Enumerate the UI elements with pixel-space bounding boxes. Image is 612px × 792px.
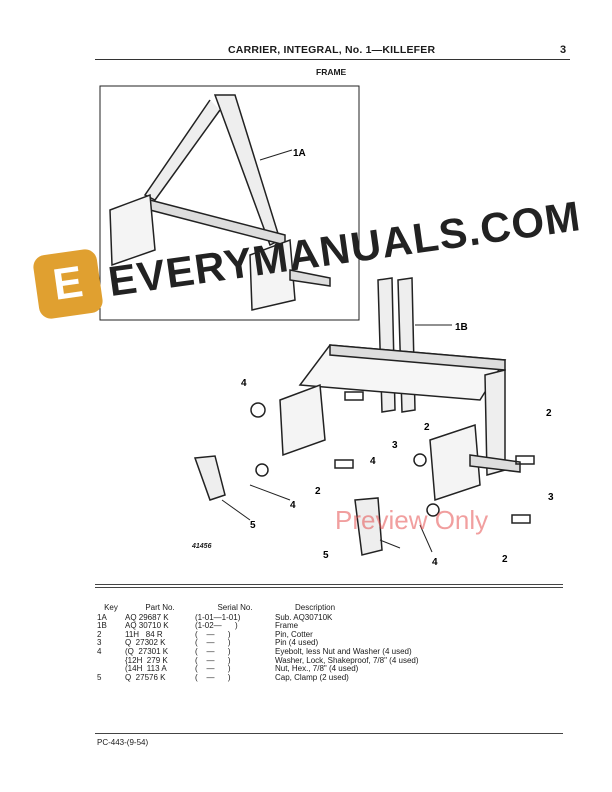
- cell-part-no: Q 27302 K: [125, 638, 166, 648]
- cell-key: 4: [97, 646, 102, 656]
- table-row: {12H 279 K ( — ) Washer, Lock, Shakeproof,…: [95, 655, 419, 666]
- figure-number: 41456: [192, 543, 212, 550]
- footer-rule: [95, 733, 563, 734]
- clamp-cap-left: [193, 455, 226, 501]
- cell-part-no: AQ 29687 K: [125, 612, 169, 622]
- col-serial-no: Serial No.: [217, 603, 253, 612]
- callout-3: 3: [548, 492, 554, 503]
- col-key: Key: [104, 603, 118, 612]
- section-title: FRAME: [316, 67, 347, 77]
- callout-4: 4: [370, 456, 376, 467]
- col-part-no: Part No.: [145, 603, 175, 612]
- cell-serial-no: ( — ): [195, 629, 231, 639]
- cell-serial-no: ( — ): [195, 638, 231, 648]
- cell-part-no: (14H 113 A: [125, 664, 167, 674]
- exploded-parts-diagram: 1A 1B 2 2 2 2 3 3 4 4 4 4 5 5: [99, 85, 554, 568]
- cell-part-no: 11H 84 R: [125, 629, 163, 639]
- header-rule: [95, 59, 570, 60]
- cell-key: 2: [97, 629, 102, 639]
- inset-frame-box: [99, 85, 360, 321]
- cell-serial-no: ( — ): [195, 655, 231, 665]
- cell-part-no: AQ 30710 K: [125, 621, 169, 631]
- col-description: Description: [295, 603, 336, 612]
- callout-4: 4: [241, 378, 247, 389]
- cell-key: 1A: [97, 612, 107, 622]
- callout-2: 2: [315, 486, 321, 497]
- cell-description: Washer, Lock, Shakeproof, 7/8" (4 used): [275, 655, 419, 665]
- table-header-row: Key Part No. Serial No. Description: [95, 603, 419, 614]
- table-rule-top: [95, 584, 563, 585]
- callout-4: 4: [432, 557, 438, 568]
- page-header-title: CARRIER, INTEGRAL, No. 1—KILLEFER: [228, 44, 436, 56]
- callout-2: 2: [546, 408, 552, 419]
- table-row: 3 Q 27302 K ( — ) Pin (4 used): [95, 639, 419, 648]
- table-row: (14H 113 A ( — ) Nut, Hex., 7/8" (4 used): [95, 665, 419, 674]
- cell-key: 5: [97, 672, 102, 682]
- cell-serial-no: ( — ): [195, 672, 231, 682]
- cell-description: Frame: [275, 621, 299, 631]
- callout-1a: 1A: [293, 148, 306, 159]
- cell-description: Pin (4 used): [275, 638, 319, 648]
- table-rule-bottom: [95, 587, 563, 588]
- callout-1b: 1B: [455, 322, 468, 333]
- cell-serial-no: (1-02— ): [195, 621, 238, 631]
- watermark-logo-letter: E: [49, 257, 86, 310]
- clamp-cap-right: [354, 497, 383, 556]
- cell-description: Cap, Clamp (2 used): [275, 672, 349, 682]
- cell-key: 3: [97, 638, 102, 648]
- watermark-preview: Preview Only: [335, 505, 489, 535]
- callout-2: 2: [424, 422, 430, 433]
- cell-description: Nut, Hex., 7/8" (4 used): [275, 664, 359, 674]
- cell-key: [95, 657, 125, 666]
- cell-description: Eyebolt, less Nut and Washer (4 used): [275, 646, 412, 656]
- cell-key: 1B: [97, 621, 107, 631]
- callout-5: 5: [323, 550, 329, 561]
- table-row: 2 11H 84 R ( — ) Pin, Cotter: [95, 629, 419, 640]
- callout-2: 2: [502, 554, 508, 565]
- callout-5: 5: [250, 520, 256, 531]
- callout-4: 4: [290, 500, 296, 511]
- cell-part-no: {12H 279 K: [125, 655, 168, 665]
- callout-3: 3: [392, 440, 398, 451]
- cell-description: Pin, Cotter: [275, 629, 313, 639]
- page-number: 3: [560, 44, 567, 56]
- cell-part-no: (Q 27301 K: [125, 646, 169, 656]
- cell-serial-no: (1-01—1-01): [195, 612, 241, 622]
- cell-part-no: Q 27576 K: [125, 672, 166, 682]
- table-row: 1B AQ 30710 K (1-02— ) Frame: [95, 622, 419, 631]
- cell-description: Sub. AQ30710K: [275, 612, 333, 622]
- watermark-logo: E: [31, 247, 105, 321]
- cell-serial-no: ( — ): [195, 646, 231, 656]
- table-row: 4 (Q 27301 K ( — ) Eyebolt, less Nut and Wa…: [95, 646, 419, 657]
- table-row: 1A AQ 29687 K (1-01—1-01) Sub. AQ30710K: [95, 612, 419, 623]
- footer-code: PC-443-(9-54): [97, 738, 149, 747]
- cell-serial-no: ( — ): [195, 664, 231, 674]
- table-row: 5 Q 27576 K ( — ) Cap, Clamp (2 used): [95, 672, 419, 683]
- parts-table: Key Part No. Serial No. Description 1A AQ…: [95, 603, 419, 683]
